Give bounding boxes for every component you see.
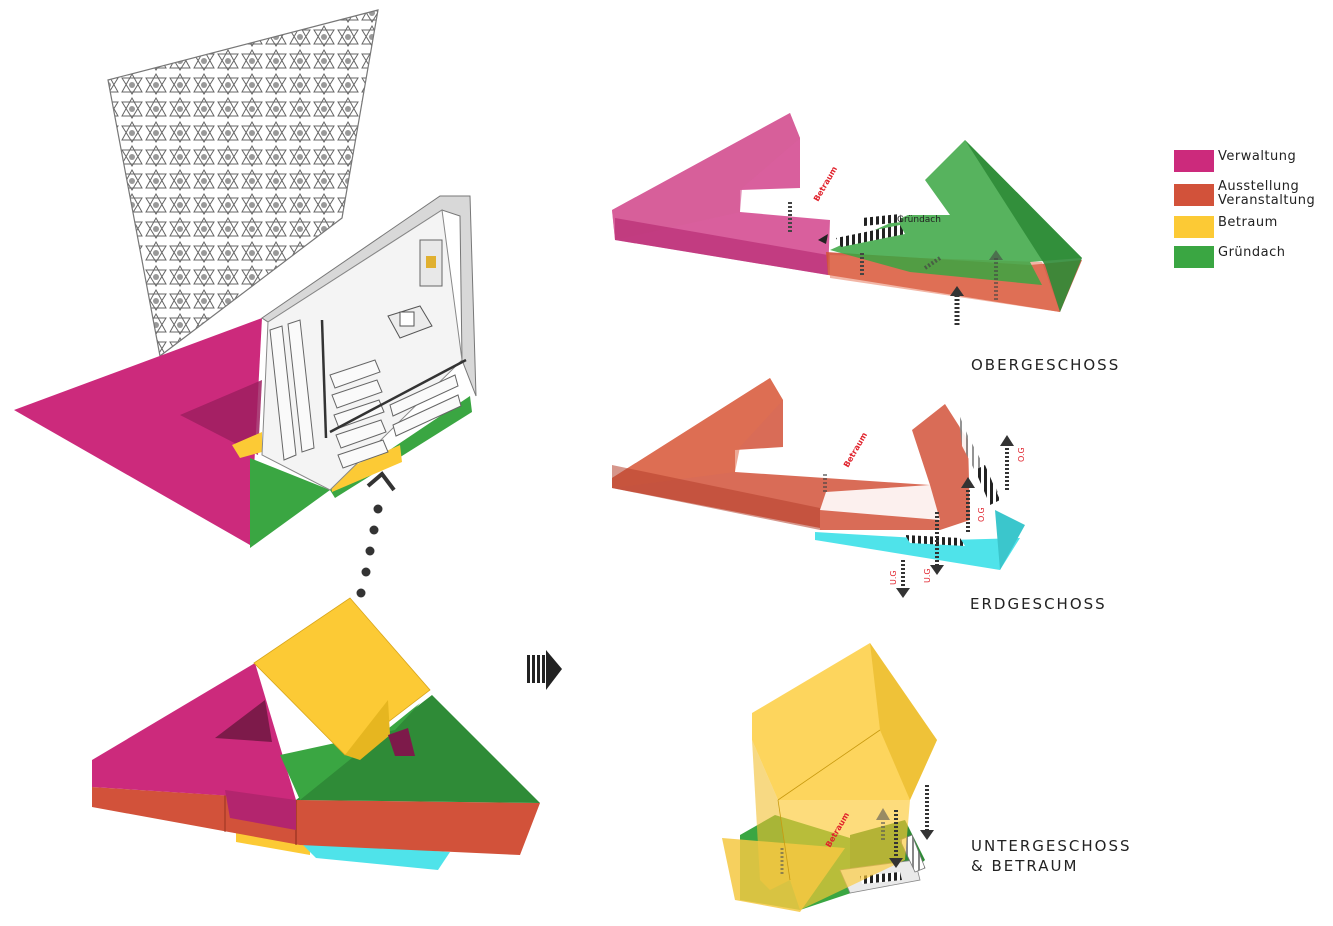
legend-label-verwaltung: Verwaltung	[1218, 150, 1296, 164]
obergeschoss-room-label: Betraum	[812, 165, 839, 203]
assembled-massing-model	[92, 598, 540, 870]
legend-swatch-ausstellung	[1174, 184, 1214, 206]
title-erdgeschoss: ERDGESCHOSS	[970, 594, 1107, 614]
legend-swatch-gruendach	[1174, 246, 1214, 268]
erdgeschoss-diagram: Betraum O.G O.G U.G U.G	[612, 378, 1026, 598]
obergeschoss-diagram: Betraum Gründach	[612, 113, 1082, 325]
legend-item-verwaltung: Verwaltung	[1174, 150, 1333, 172]
legend-item-betraum: Betraum	[1174, 216, 1333, 238]
erdgeschoss-room-label: Betraum	[842, 431, 869, 469]
legend-item-gruendach: Gründach	[1174, 246, 1333, 268]
legend-label-gruendach: Gründach	[1218, 246, 1286, 260]
legend-swatch-betraum	[1174, 216, 1214, 238]
legend-item-ausstellung: Ausstellung Veranstaltung	[1174, 180, 1333, 208]
obergeschoss-roof-label: Gründach	[897, 215, 941, 225]
title-obergeschoss: OBERGESCHOSS	[971, 355, 1120, 375]
erdgeschoss-ug-label-2: U.G	[923, 568, 932, 583]
arrow-right-icon	[527, 650, 562, 690]
legend-swatch-verwaltung	[1174, 150, 1214, 172]
legend: Verwaltung Ausstellung Veranstaltung Bet…	[1174, 150, 1333, 276]
legend-label-ausstellung: Ausstellung Veranstaltung	[1218, 180, 1315, 208]
erdgeschoss-og-label-2: O.G	[977, 507, 986, 522]
title-untergeschoss: UNTERGESCHOSS & BETRAUM	[971, 836, 1132, 876]
erdgeschoss-og-label-1: O.G	[1017, 447, 1026, 462]
legend-label-betraum: Betraum	[1218, 216, 1278, 230]
untergeschoss-diagram: Betraum	[722, 643, 937, 912]
erdgeschoss-ug-label-1: U.G	[889, 570, 898, 585]
